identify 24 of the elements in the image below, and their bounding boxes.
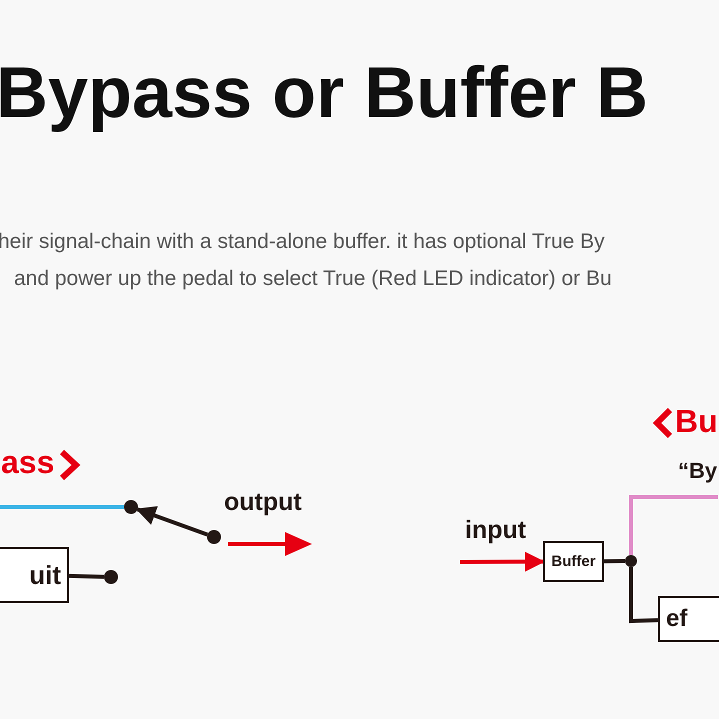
connector-line xyxy=(629,495,718,555)
title: Bypass or Buffer B xyxy=(0,52,648,134)
signal-label: output xyxy=(224,488,302,517)
path-label: “By xyxy=(678,458,718,484)
block-box xyxy=(543,541,604,582)
section-heading: Bu xyxy=(675,403,718,440)
junction-dot xyxy=(207,530,221,544)
connector-line xyxy=(604,559,626,564)
junction-dot xyxy=(124,500,138,514)
paragraph-text: and power up the pedal to select True (Red LED indicator) or Bu xyxy=(14,267,612,291)
connector-line xyxy=(629,567,658,624)
box-label: ef xyxy=(666,605,688,633)
signal-label: input xyxy=(465,516,526,545)
arrow xyxy=(460,552,545,572)
section-heading: ass xyxy=(1,444,54,481)
connector-line xyxy=(68,574,104,579)
box-label: uit xyxy=(29,560,61,590)
junction-dot xyxy=(104,570,118,584)
connector-line xyxy=(0,505,124,509)
junction-dot xyxy=(625,555,637,567)
block-box xyxy=(0,547,69,603)
box-label: Buffer xyxy=(551,553,596,570)
block-box xyxy=(658,596,719,642)
arrow xyxy=(136,506,208,536)
